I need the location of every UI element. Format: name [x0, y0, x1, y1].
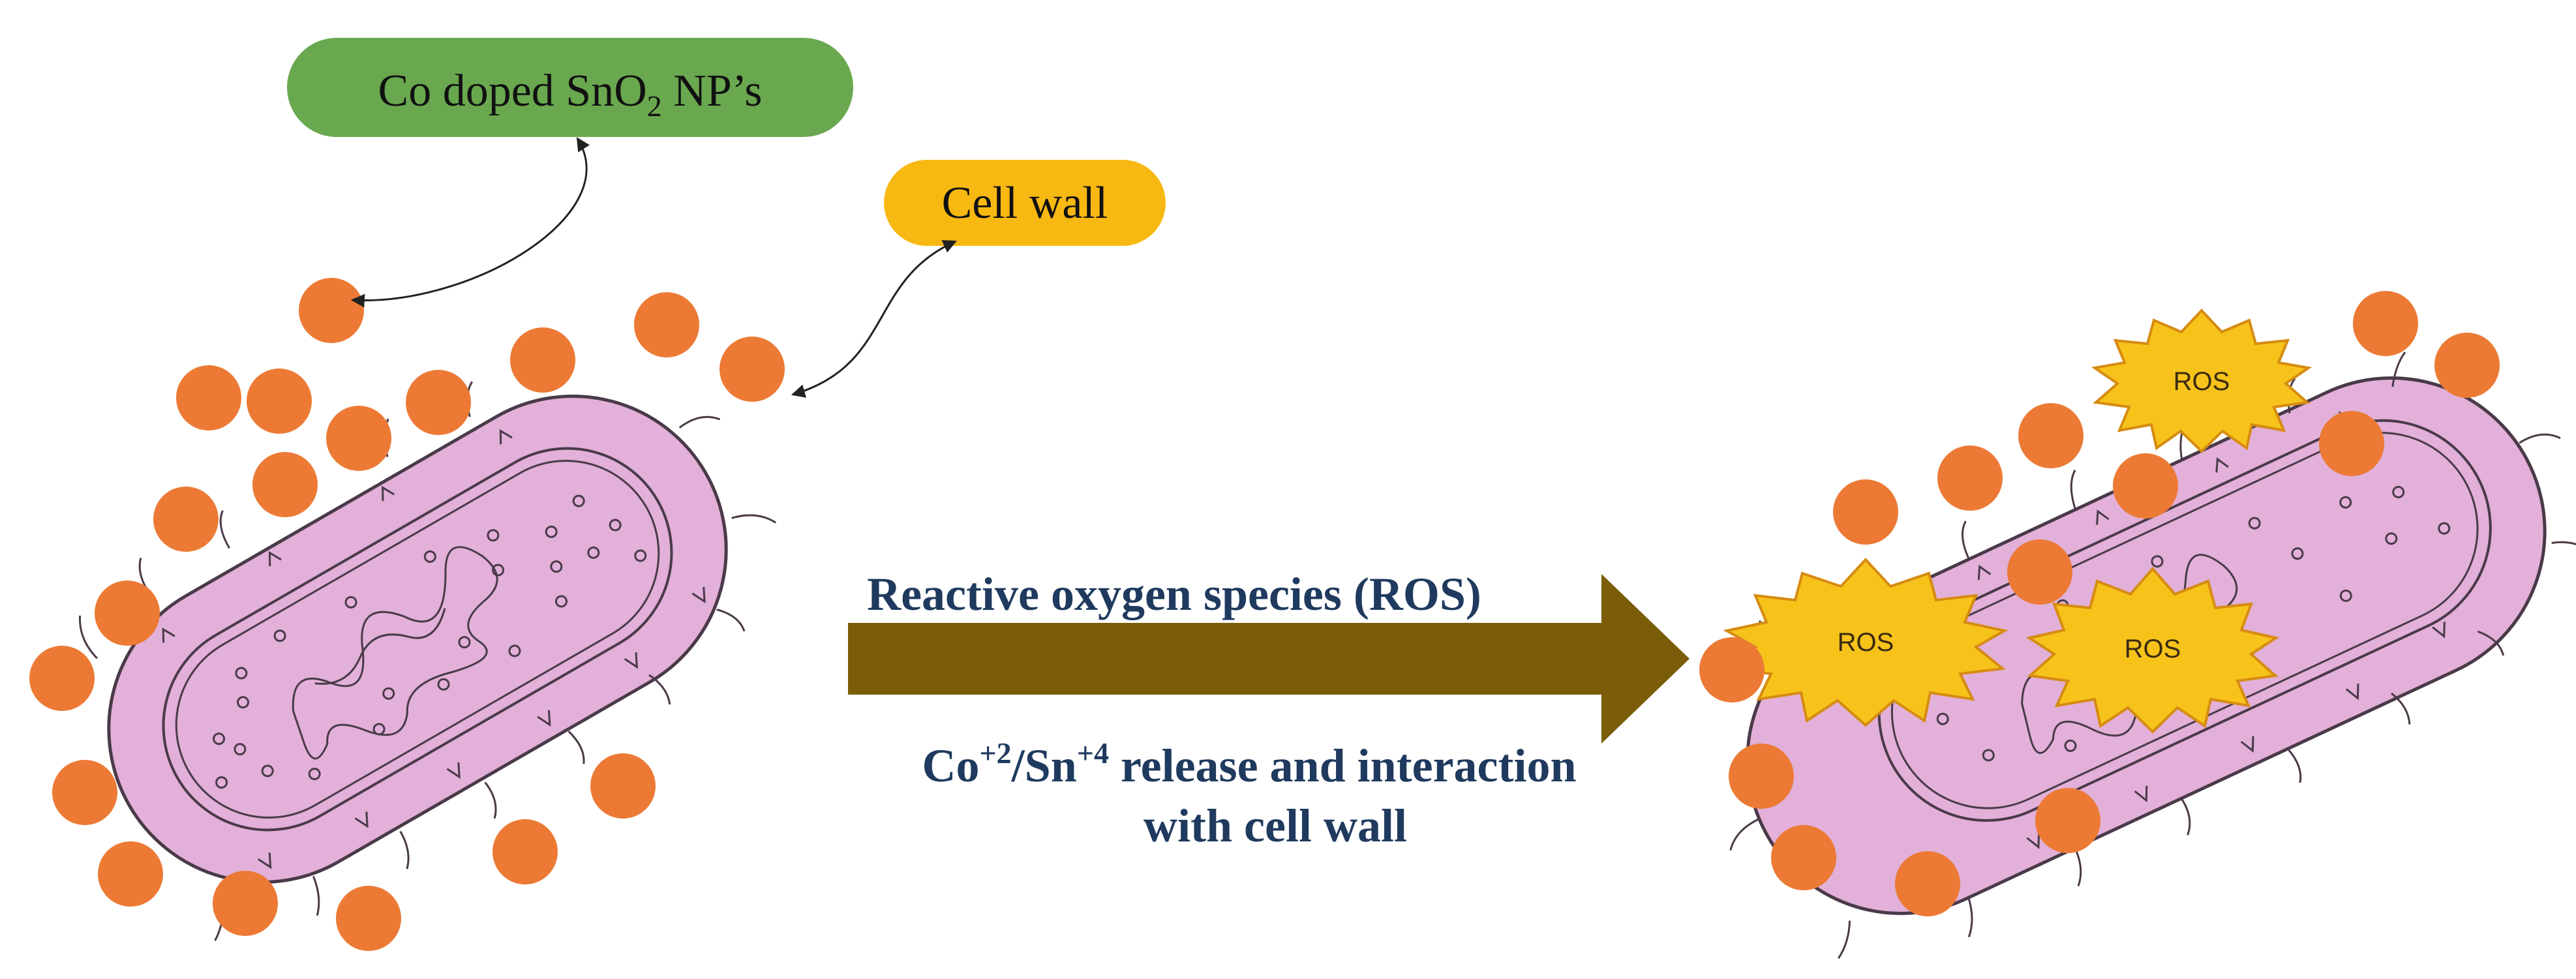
nanoparticle: [492, 819, 558, 884]
nanoparticle: [2353, 291, 2418, 356]
arrow-bottom-label-line1: Co+2/Sn+4 release and interaction: [922, 736, 1576, 792]
starburst-icon: [2025, 566, 2280, 734]
nanoparticle: [1937, 445, 2003, 511]
nanoparticle: [299, 278, 364, 343]
cell-inner-membrane-right: [1890, 432, 2479, 809]
process-arrow: Reactive oxygen species (ROS) Co+2/Sn+4 …: [848, 568, 1690, 852]
nanoparticle: [95, 580, 160, 646]
nanoparticle: [510, 327, 575, 393]
nanoparticle: [247, 369, 312, 434]
starburst-icon: [1723, 558, 2008, 727]
nanoparticle: [2319, 411, 2384, 476]
nanoparticle: [1771, 825, 1836, 890]
nanoparticle: [720, 337, 785, 402]
nanoparticle: [213, 871, 278, 936]
nanoparticle: [634, 292, 699, 357]
nanoparticle: [98, 841, 163, 907]
ribosome-dots-left: [213, 494, 647, 789]
nanoparticle: [1699, 637, 1765, 702]
ros-label: ROS: [1838, 628, 1894, 657]
nanoparticle: [2018, 403, 2084, 468]
arrow-top-label: Reactive oxygen species (ROS): [867, 568, 1481, 620]
cell-wall-label-text: Cell wall: [942, 178, 1108, 228]
starburst-icon: [2091, 309, 2312, 453]
nanoparticle: [326, 406, 391, 471]
nanoparticle: [153, 487, 219, 552]
nanoparticle: [2035, 788, 2100, 853]
cell-membrane-left: [162, 447, 673, 832]
np-label-bubble: [287, 38, 853, 137]
arrow-shape: [848, 574, 1690, 744]
arrow-bottom-label-line2: with cell wall: [1144, 800, 1407, 852]
nanoparticle: [2434, 333, 2500, 398]
ros-burst-left: ROS: [1723, 558, 2008, 727]
nanoparticle: [176, 365, 241, 430]
left-bacterium: [70, 346, 777, 941]
cell-wall-connector-arrow: [791, 240, 957, 398]
nanoparticle: [252, 452, 318, 517]
nanoparticle: [1833, 479, 1898, 545]
nanoparticle: [2007, 539, 2072, 605]
nanoparticle: [336, 886, 401, 951]
np-label: Co doped SnO2 NP’s: [287, 38, 853, 137]
nanoparticles-right: [1699, 291, 2500, 916]
nanoparticle: [29, 646, 95, 711]
cell-inner-membrane-left: [175, 460, 660, 819]
ros-label: ROS: [2174, 367, 2230, 396]
ros-burst-top: ROS: [2091, 309, 2312, 453]
nanoparticles-left: [29, 278, 785, 951]
nanoparticle: [406, 370, 471, 435]
cell-wall-label: Cell wall: [884, 160, 1166, 246]
np-connector-arrow: [350, 137, 590, 308]
dna-nucleoid-left: [292, 546, 498, 760]
ros-burst-right: ROS: [2025, 566, 2280, 734]
nanoparticle: [590, 753, 656, 819]
cell-membrane-right: [1877, 419, 2492, 822]
cell-body-left: [107, 395, 728, 884]
nanoparticle: [1729, 744, 1794, 809]
nanoparticle: [1895, 851, 1960, 916]
np-label-text: Co doped SnO2 NP’s: [378, 66, 763, 123]
nanoparticle: [52, 760, 117, 825]
cell-wall-label-bubble: [884, 160, 1166, 246]
nanoparticle: [2113, 453, 2178, 519]
ros-label: ROS: [2125, 635, 2181, 663]
